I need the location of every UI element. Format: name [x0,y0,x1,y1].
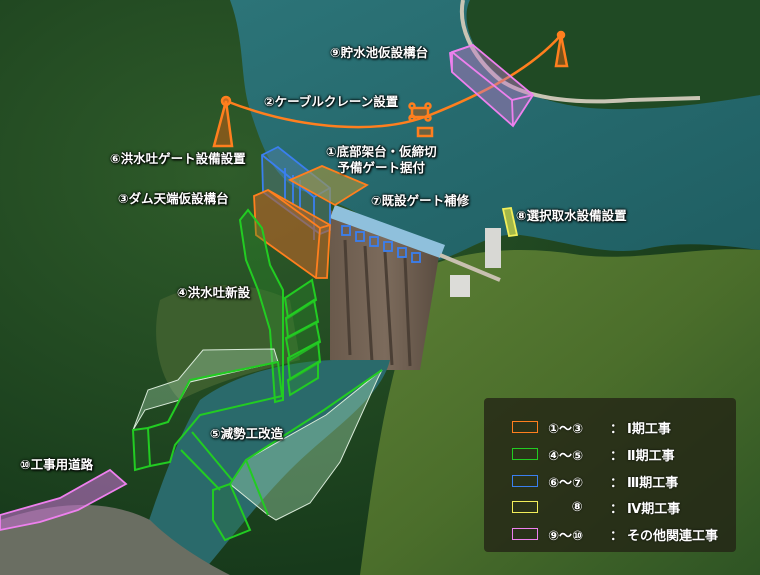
legend-item-phase4: ⑧ ： Ⅳ期工事 [512,498,681,517]
legend-swatch-yellow [512,501,538,513]
legend-separator: ： [610,528,624,544]
legend-text: Ⅰ期工事 [627,421,671,437]
label-dam-crest-platform: ③ダム天端仮設構台 [118,191,229,206]
label-stilling-basin: ⑤減勢工改造 [210,426,284,441]
cable-crane-shape [212,30,569,148]
label-reservoir-temporary-platform: ⑨貯水池仮設構台 [330,45,429,60]
legend-text: Ⅳ期工事 [627,501,681,517]
legend-range: ⑧ [571,499,583,515]
construction-road-shape [0,468,128,531]
bottom-frame-cofferdam-shape [287,165,369,207]
stilling-basin-shape [131,348,383,542]
legend-swatch-pink [512,528,538,540]
label-bottom-frame-line2: 予備ゲート据付 [337,160,426,175]
legend-text: その他関連工事 [627,528,719,544]
legend: ①～③ ： Ⅰ期工事 ④～⑤ ： Ⅱ期工事 ⑥～⑦ ： Ⅲ期工事 ⑧ ： Ⅳ期工… [484,398,736,552]
legend-range: ⑥～⑦ [548,475,584,491]
legend-item-phase1: ①～③ ： Ⅰ期工事 [512,418,671,437]
legend-swatch-blue [512,475,538,487]
legend-range: ①～③ [548,421,584,437]
legend-text: Ⅲ期工事 [627,475,679,491]
label-selective-intake: ⑧選択取水設備設置 [516,208,627,223]
label-bottom-frame-cofferdam: ①底部架台・仮締切 予備ゲート据付 [326,144,437,176]
label-spillway-gate-equipment: ⑥洪水吐ゲート設備設置 [110,151,246,166]
legend-text: Ⅱ期工事 [627,448,675,464]
legend-item-phase3: ⑥～⑦ ： Ⅲ期工事 [512,472,679,491]
label-new-spillway: ④洪水吐新設 [177,285,251,300]
dam-crest-platform-shape [253,188,331,279]
legend-item-other: ⑨～⑩ ： その他関連工事 [512,525,719,544]
new-spillway-shape [238,208,322,404]
selective-intake-shape [501,207,519,237]
legend-swatch-green [512,448,538,460]
legend-range: ⑨～⑩ [548,528,584,544]
legend-swatch-orange [512,421,538,433]
legend-separator: ： [610,475,624,491]
label-construction-road: ⑩工事用道路 [20,457,94,472]
label-existing-gate-repair: ⑦既設ゲート補修 [371,193,470,208]
legend-separator: ： [610,448,624,464]
legend-separator: ： [610,421,624,437]
legend-separator: ： [610,501,624,517]
label-cable-crane: ②ケーブルクレーン設置 [264,94,399,109]
legend-item-phase2: ④～⑤ ： Ⅱ期工事 [512,445,675,464]
reservoir-platform-shape [449,43,535,128]
legend-range: ④～⑤ [548,448,584,464]
label-bottom-frame-line1: ①底部架台・仮締切 [326,144,437,159]
